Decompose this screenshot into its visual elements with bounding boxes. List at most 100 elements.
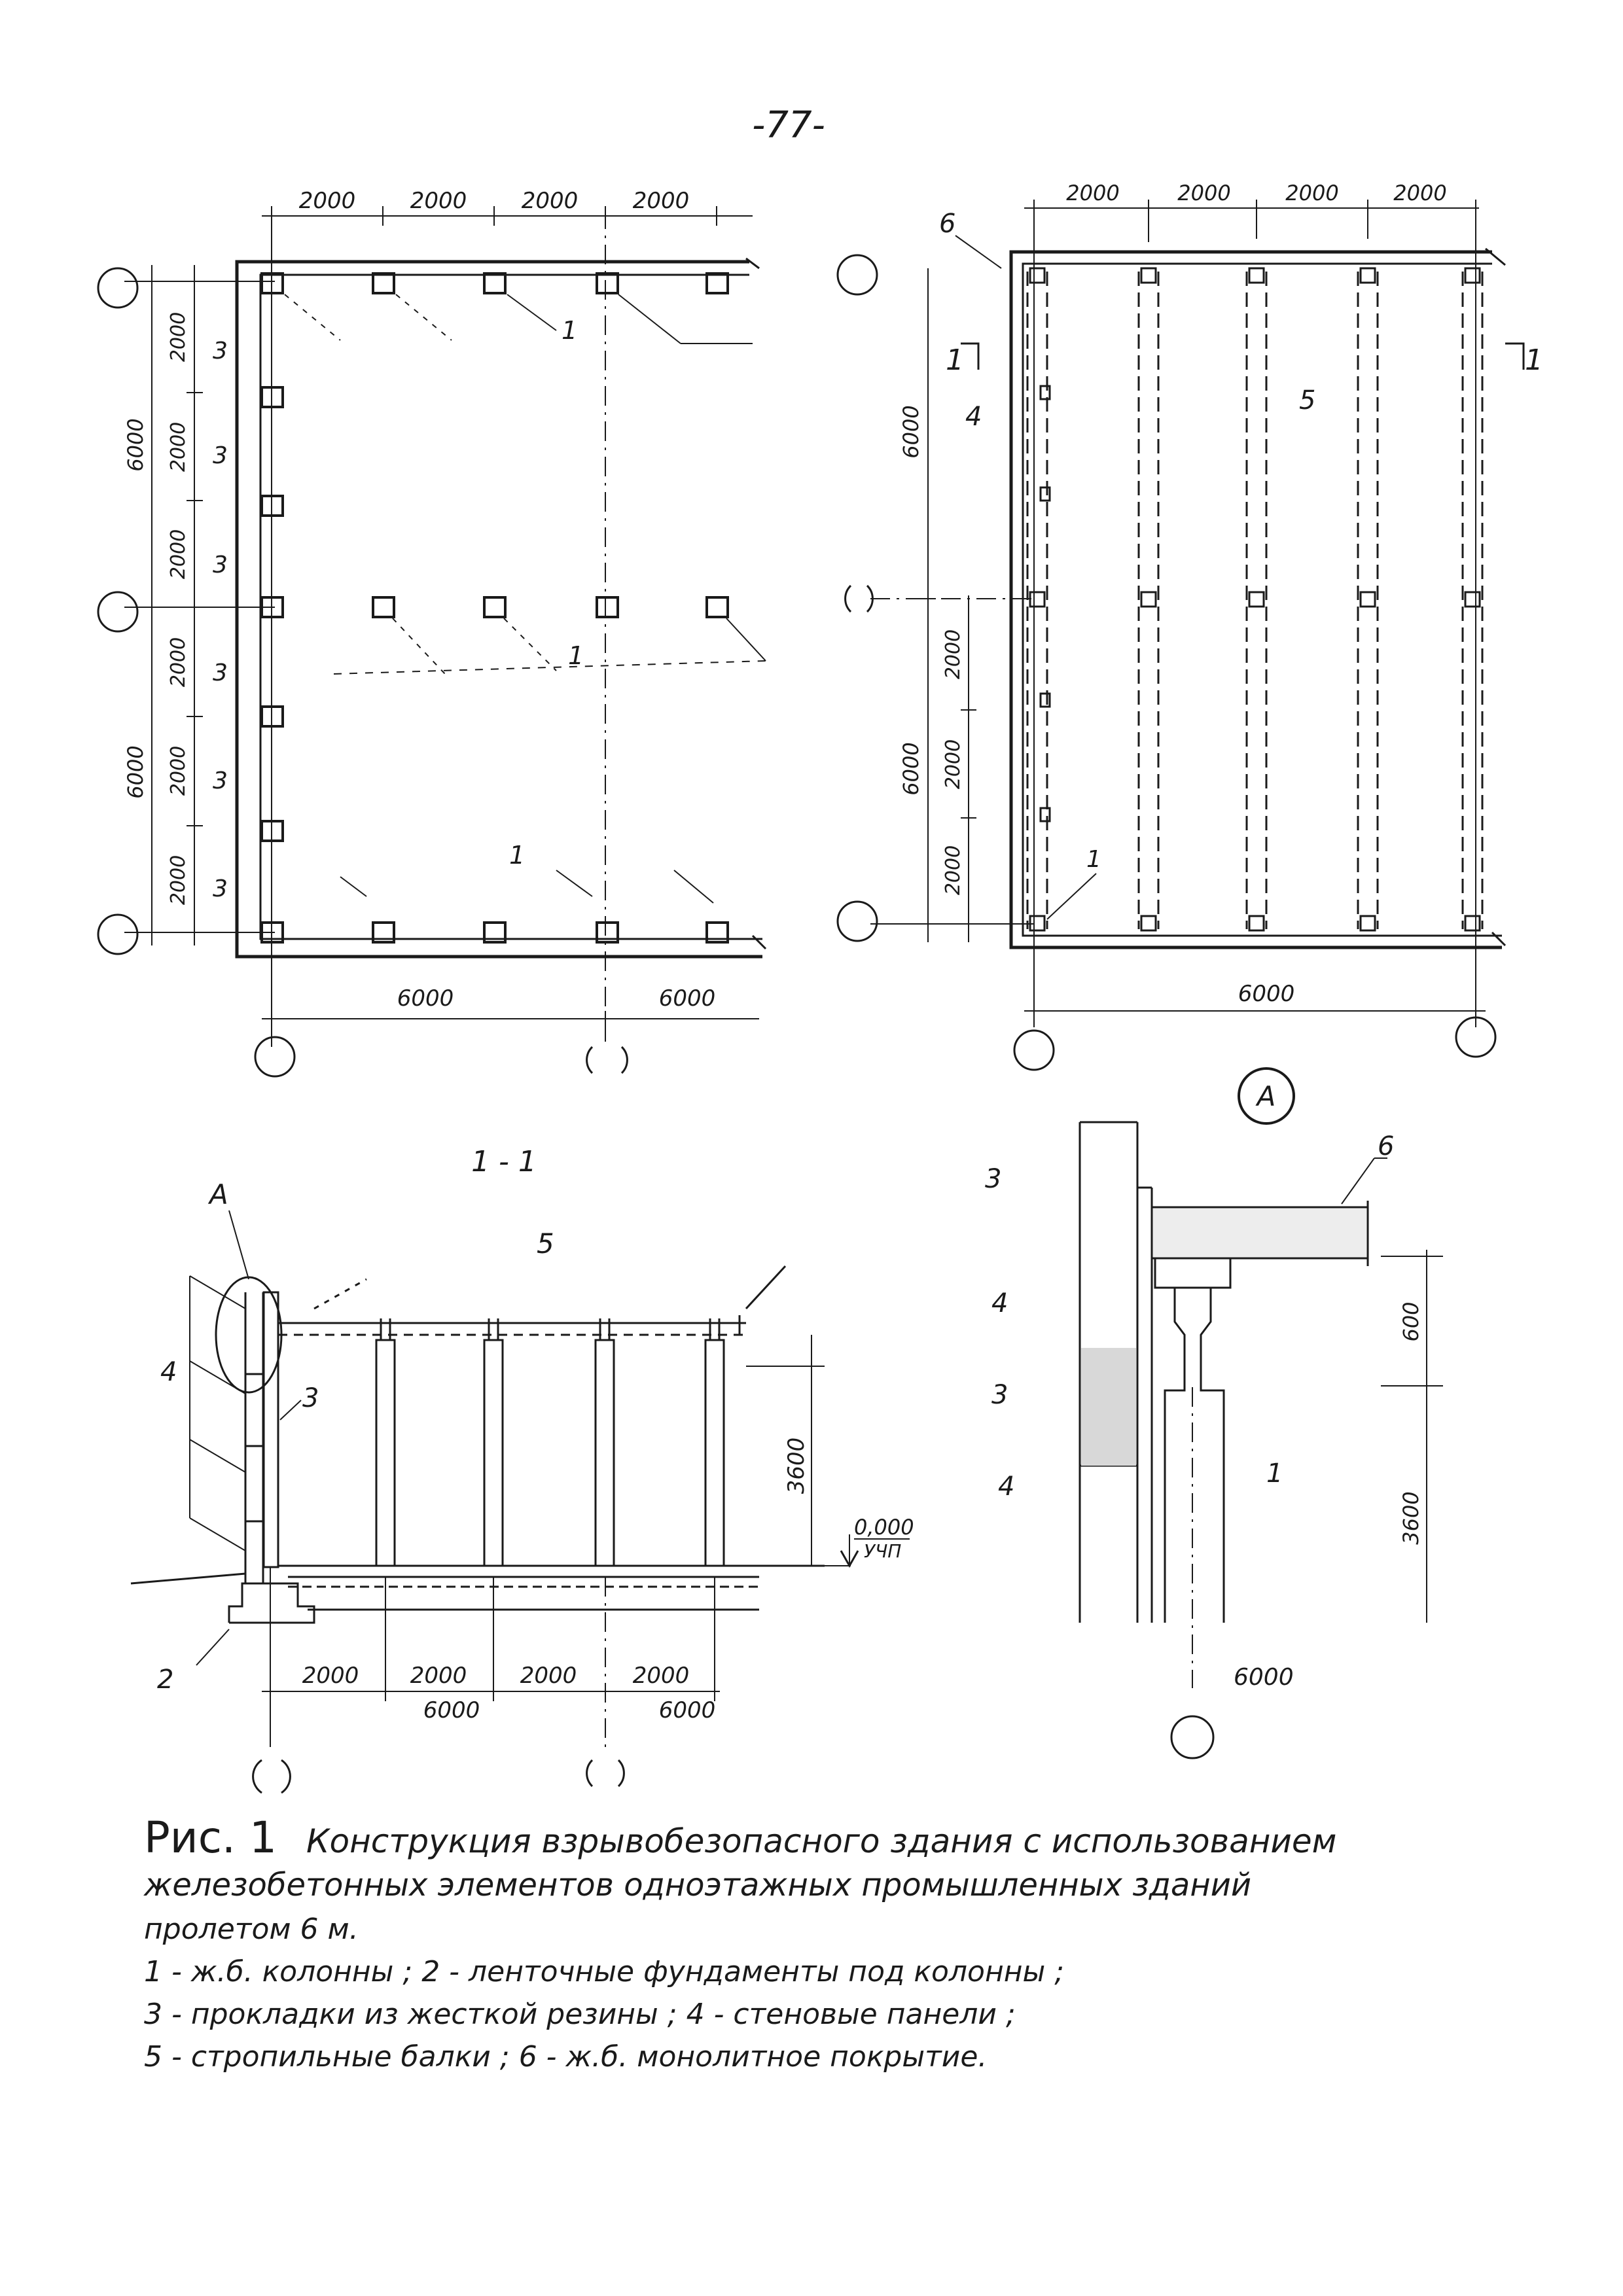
plan-right-side-dim-inner-3: 2000 [942,845,965,895]
plan-left-axis-bubbles [97,267,628,1078]
section-bottom-dim-outer-1: 6000 [423,1697,480,1723]
section-1-1: 1 - 1 5 A 4 3 [130,1145,914,1794]
plan-right-bottom-dim: 6000 [1238,981,1295,1007]
plan-left-side-dim-inner-3: 2000 [167,529,190,579]
plan-left-top-dim-1: 2000 [299,188,356,214]
section-wall-panels [189,1275,246,1551]
plan-left-top-dimline [262,206,753,226]
figure-caption: Рис. 1 Конструкция взрывобезопасного зда… [144,1812,1518,2074]
plan-left-label-3c: 3 [213,552,228,578]
plan-left-bottom-dim-2: 6000 [659,985,716,1012]
plan-left-top-dim-3: 2000 [522,188,579,214]
detail-label-3b: 3 [991,1380,1008,1410]
plan-left-side-dim-inner-4: 2000 [167,637,190,687]
plan-right: 2000 2000 2000 2000 6000 6000 2000 2000 … [836,181,1543,1071]
section-label-3: 3 [302,1383,319,1413]
detail-slab [1150,1201,1369,1266]
plan-left-top-dim-2: 2000 [410,188,467,214]
plan-right-top-dim-3: 2000 [1285,181,1338,205]
plan-left-label-3e: 3 [213,768,228,794]
plan-left-side-dim-inner-1: 2000 [167,312,190,362]
plan-right-column-marks [1029,267,1481,932]
section-label-5: 5 [537,1227,554,1260]
section-axis-bubbles [252,1759,625,1794]
plan-right-label-5: 5 [1299,385,1315,415]
section-level-value: 0,000 [854,1515,914,1540]
section-label-A: A [207,1178,228,1210]
section-label-4: 4 [160,1357,177,1387]
plan-right-axis-bubbles [836,254,1497,1071]
detail-label-4a: 4 [991,1288,1008,1318]
section-columns [375,1318,725,1567]
plan-left-side-dim-inner-2: 2000 [167,422,190,472]
detail-rubber-pad [1081,1348,1136,1466]
plan-left-label-1b: 1 [568,641,584,670]
plan-left-walls [235,257,767,959]
section-bottom-dim-4: 2000 [633,1663,690,1689]
section-axes [270,1567,715,1747]
detail-column [1154,1257,1232,1623]
detail-dim-3600: 3600 [1399,1491,1423,1544]
plan-left-side-dim-inner-6: 2000 [167,855,190,905]
detail-label-1: 1 [1266,1458,1283,1489]
detail-dim-600: 600 [1399,1301,1423,1341]
plan-right-label-6: 6 [939,209,955,239]
section-height-dimline [746,1335,851,1566]
section-height-dim: 3600 [783,1438,810,1494]
caption-line-5: 3 - прокладки из жесткой резины ; 4 - ст… [144,1998,1016,2031]
plan-right-section-mark-right: 1 [1525,344,1543,377]
plan-right-top-dim-1: 2000 [1066,181,1119,205]
plan-left-axes [124,209,606,1047]
plan-right-beams [1026,272,1484,929]
detail-A: A [985,1067,1443,1759]
caption-line-6: 5 - стропильные балки ; 6 - ж.б. монолит… [144,2040,988,2074]
plan-right-top-dimline [1024,200,1479,242]
plan-left-side-dimlines [144,265,203,945]
plan-right-walls [1009,247,1507,949]
detail-label-6: 6 [1378,1131,1394,1161]
plan-left-side-dim-inner-5: 2000 [167,746,190,796]
caption-line-3: пролетом 6 м. [144,1913,359,1946]
caption-line-2: железобетонных элементов одноэтажных про… [144,1867,1252,1903]
plan-right-side-dimlines [919,268,976,942]
caption-figure-label: Рис. 1 [144,1812,277,1863]
plan-left-bottom-dim-1: 6000 [397,985,454,1012]
detail-label-3a: 3 [985,1164,1001,1194]
plan-left-columns [260,272,729,944]
detail-title: A [1255,1080,1276,1112]
detail-label-4b: 4 [998,1472,1014,1502]
plan-right-side-dim-outer-2: 6000 [899,742,923,795]
caption-line-4: 1 - ж.б. колонны ; 2 - ленточные фундаме… [144,1955,1065,1988]
plan-left-label-3b: 3 [213,442,228,469]
section-title: 1 - 1 [471,1145,537,1178]
plan-left-top-dim-4: 2000 [633,188,690,214]
detail-dimlines [1381,1250,1443,1623]
plan-left-bottom-dimline [262,1011,759,1037]
section-bottom-dim-outer-2: 6000 [659,1697,716,1723]
plan-right-side-dim-inner-1: 2000 [942,629,965,679]
section-roof [278,1265,787,1336]
plan-left-label-3f: 3 [213,875,228,902]
detail-callout [215,1276,283,1394]
plan-left-label-3d: 3 [213,660,228,686]
section-floor-foundation [130,1564,825,1624]
plan-left-side-dim-outer-2: 6000 [123,745,148,798]
plan-right-side-dim-outer-1: 6000 [899,405,923,458]
section-level-note: УЧП [864,1540,901,1562]
plan-left: 2000 2000 2000 2000 6000 6000 2000 2000 … [97,188,767,1078]
section-bottom-dim-2: 2000 [410,1663,467,1689]
section-label-2: 2 [157,1665,173,1695]
plan-right-label-1: 1 [1086,846,1101,873]
plan-left-label-3a: 3 [213,338,228,364]
section-bottom-dim-1: 2000 [302,1663,359,1689]
plan-right-top-dim-2: 2000 [1177,181,1230,205]
plan-right-label-4: 4 [965,402,982,432]
plan-left-label-1a: 1 [562,316,577,345]
section-wall [244,1291,279,1583]
plan-right-top-dim-4: 2000 [1393,181,1446,205]
page-number: -77- [752,104,825,147]
plan-left-side-dim-outer-1: 6000 [123,418,148,471]
detail-dim-6000: 6000 [1234,1664,1294,1691]
plan-right-side-dim-inner-2: 2000 [942,739,965,789]
caption-head: Рис. 1 Конструкция взрывобезопасного зда… [144,1812,1518,1863]
